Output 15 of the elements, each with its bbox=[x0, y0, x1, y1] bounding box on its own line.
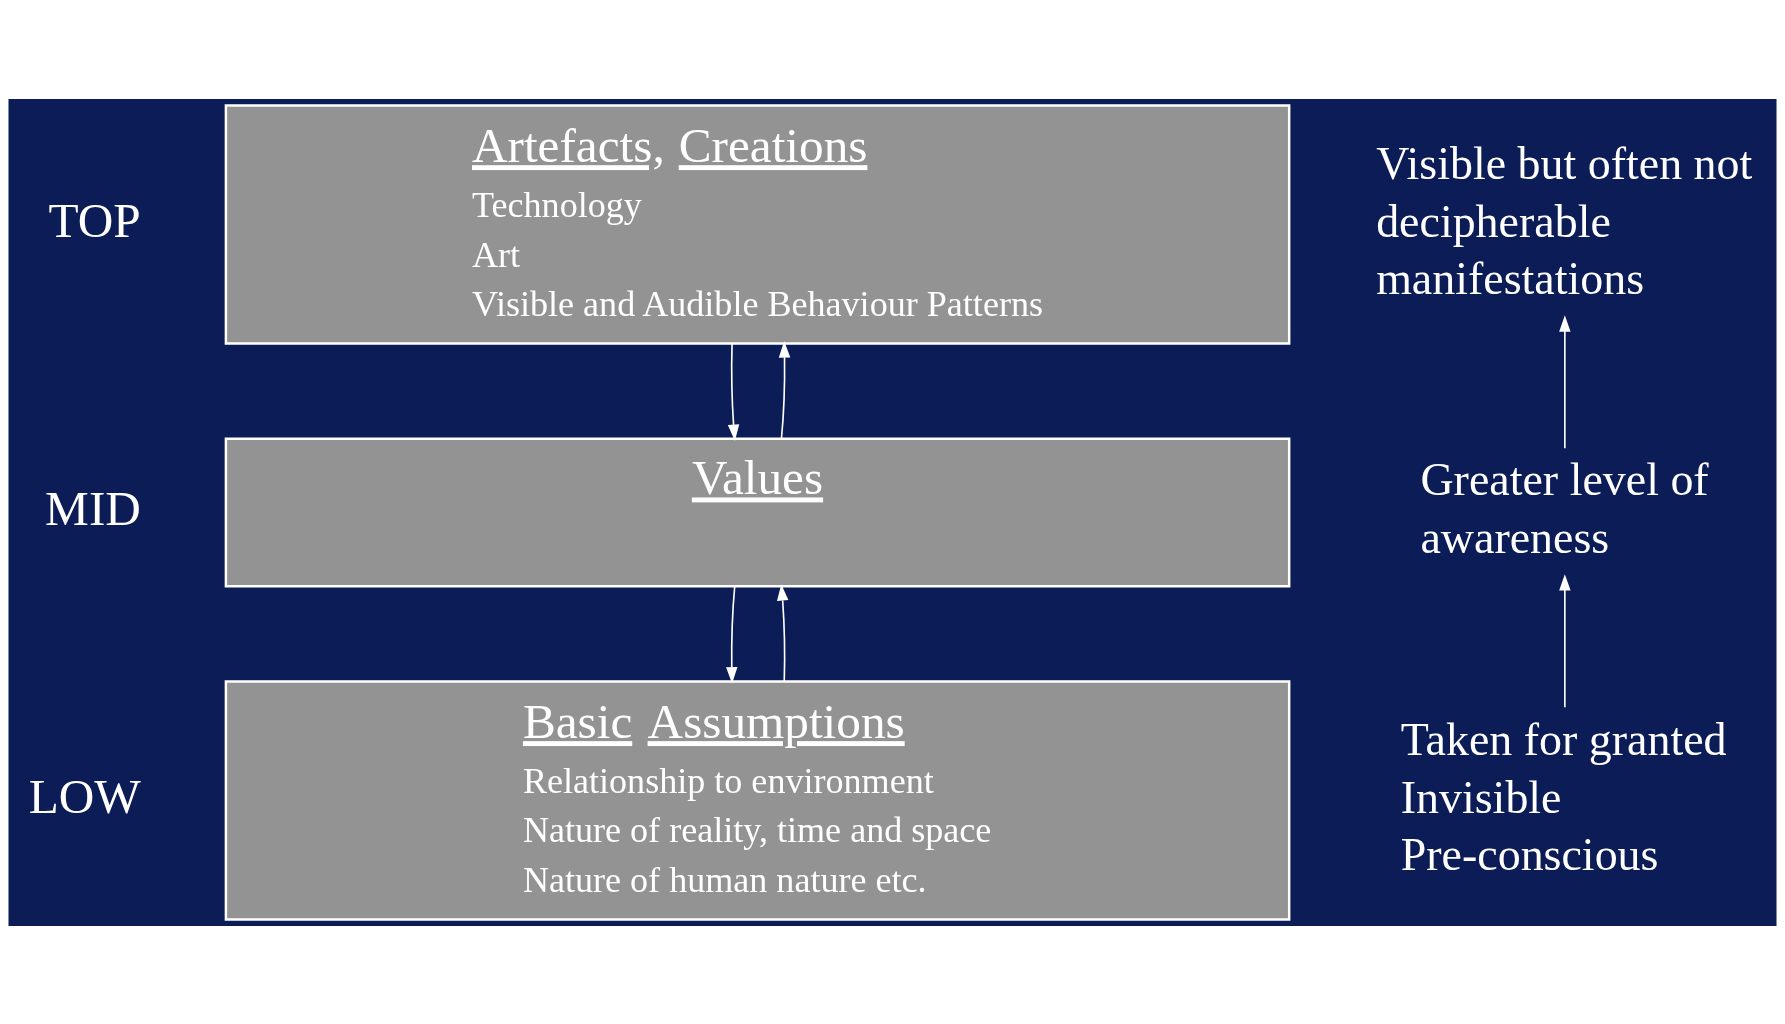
arrow bbox=[1559, 314, 1571, 449]
label: MID bbox=[45, 480, 141, 536]
node-box: Values bbox=[224, 436, 1291, 588]
label: LOW bbox=[28, 768, 141, 824]
node-text: Taken for granted Invisible Pre-conscious bbox=[1400, 713, 1727, 880]
node-box: Artefacts, Creations Technology Art Visible and Audible Behaviour Patterns bbox=[224, 103, 1291, 345]
arrow bbox=[776, 583, 789, 682]
arrow bbox=[726, 585, 738, 683]
arrow bbox=[778, 340, 791, 439]
arrow bbox=[727, 342, 740, 441]
label: TOP bbox=[48, 192, 141, 248]
node-text: Greater level of awareness bbox=[1420, 453, 1709, 563]
node-text: Visible but often not decipherable manifestations bbox=[1376, 137, 1753, 304]
arrow bbox=[1559, 573, 1571, 708]
node-box: Basic Assumptions Relationship to environment Nature of reality, time and space Nature of human nature etc. bbox=[224, 679, 1291, 921]
